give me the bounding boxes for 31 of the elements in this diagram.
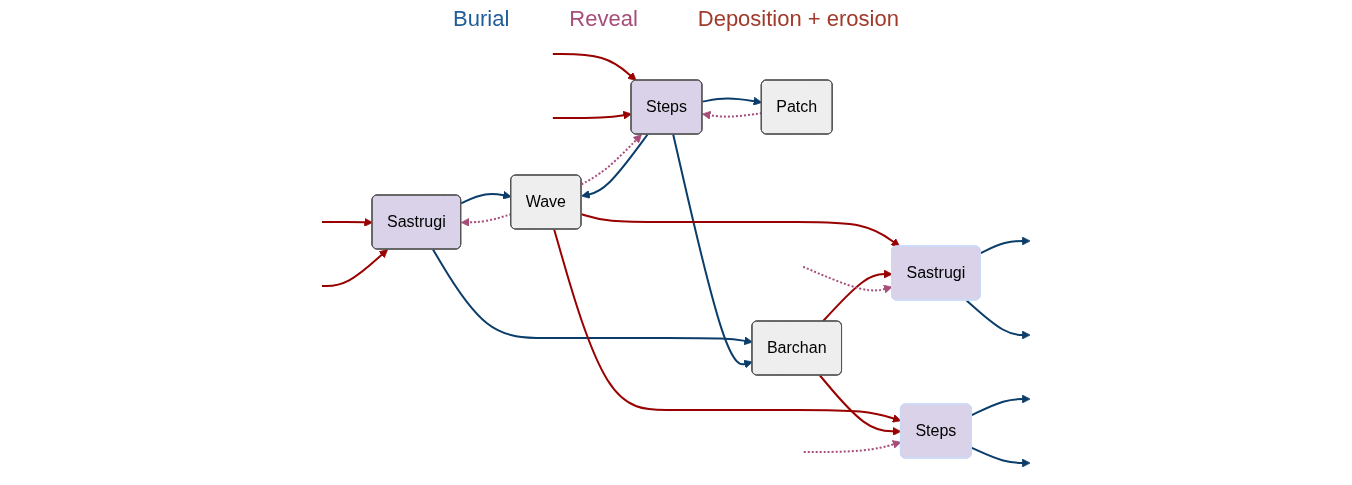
category-label: Deposition + erosion [697,6,899,32]
arrow [818,374,902,436]
node-box: Barchan [751,320,842,376]
arrow [970,394,1031,417]
arrow [965,299,1031,340]
node-box: Sastrugi [371,194,462,250]
arrow [551,53,637,81]
arrow [979,236,1031,255]
node-box: Steps [630,79,703,135]
node-box: Sastrugi [890,245,981,301]
dashed-arrow [701,110,763,120]
node-box: Wave [510,174,582,230]
dashed-arrow [580,134,642,186]
category-label: Burial [453,6,510,32]
arrow [431,248,753,346]
arrow [320,217,373,227]
category-label: Reveal [569,6,638,32]
arrow [581,133,649,199]
arrow [580,213,900,247]
arrow [553,228,902,423]
arrow [821,269,893,323]
node-box: Patch [760,79,833,135]
dashed-arrow [802,265,893,294]
dashed-arrow [802,440,902,453]
arrow [551,110,632,120]
arrow [460,190,512,205]
arrow [701,96,763,106]
node-box: Steps [899,403,972,459]
arrow [970,446,1031,468]
arrow [320,249,388,287]
arrow [672,133,753,369]
